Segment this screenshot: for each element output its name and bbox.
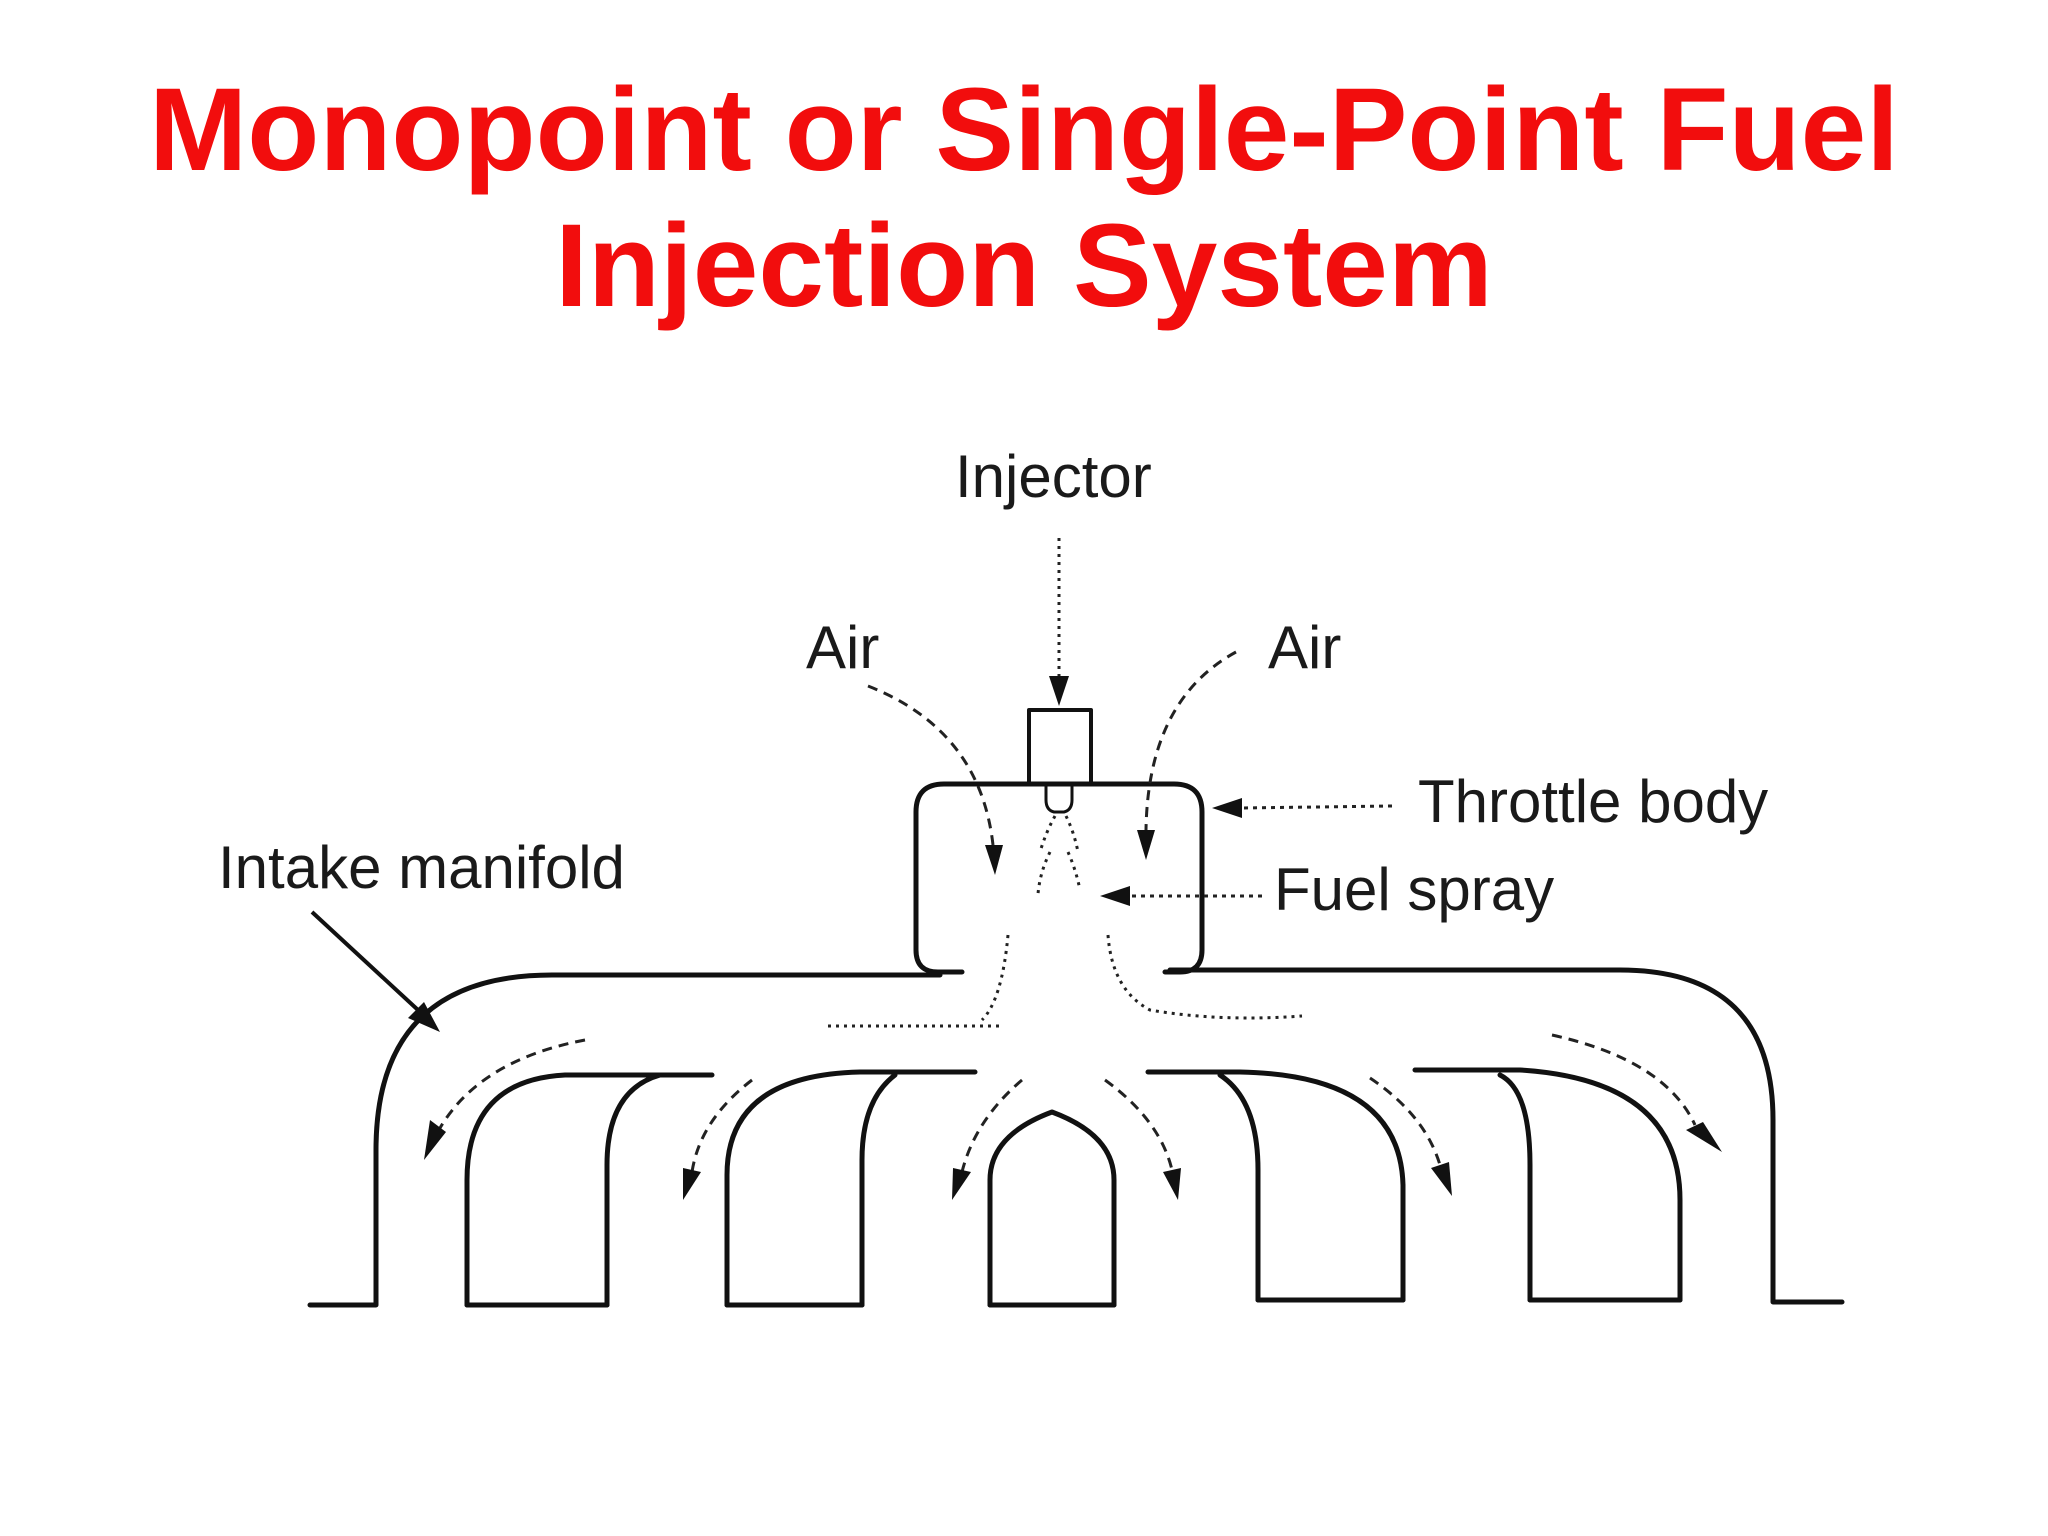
flow-arrow-center-left (952, 1078, 1023, 1200)
throttle-body-leader (1212, 798, 1393, 818)
fuel-spray-label: Fuel spray (1274, 856, 1554, 923)
slide-title: Monopoint or Single-Point Fuel Injection… (0, 62, 2048, 334)
flow-arrow-outer-left (424, 1038, 586, 1160)
injector-label: Injector (955, 443, 1152, 510)
air-left-label: Air (806, 614, 879, 681)
flow-arrow-center-right (1104, 1078, 1181, 1200)
flow-arrow-outer-right (1551, 1033, 1722, 1152)
intake-manifold-label: Intake manifold (218, 834, 625, 901)
throttle-body (913, 781, 1205, 975)
air-right-label: Air (1268, 614, 1341, 681)
flow-arrow-left (683, 1078, 753, 1200)
air-flow-left-arrow (867, 684, 1003, 875)
throttle-body-label: Throttle body (1418, 768, 1768, 835)
fuel-spray (828, 815, 1303, 1028)
flow-arrow-right (1369, 1076, 1452, 1196)
title-line-1: Monopoint or Single-Point Fuel (148, 64, 1900, 196)
title-line-2: Injection System (555, 200, 1493, 332)
air-flow-right-arrow (1137, 650, 1237, 860)
flow-arrows (424, 1033, 1722, 1200)
intake-manifold (307, 967, 1845, 1308)
injector (1027, 538, 1093, 814)
fuel-spray-leader (1100, 886, 1262, 906)
intake-manifold-leader (310, 910, 440, 1032)
